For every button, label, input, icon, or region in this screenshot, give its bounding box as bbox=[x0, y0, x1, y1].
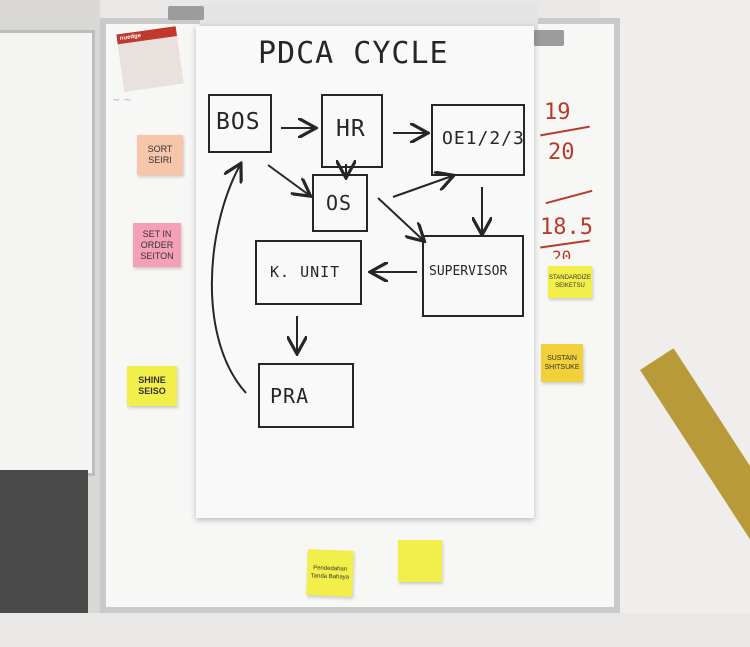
flipchart-sheet bbox=[196, 26, 534, 518]
sticky-note-standardize: STANDARDIZE SEIKETSU bbox=[548, 266, 592, 298]
label-os: OS bbox=[326, 191, 353, 215]
number-19: 19 bbox=[544, 100, 571, 125]
pdca-diagram bbox=[208, 94, 525, 428]
box-unit bbox=[255, 240, 362, 305]
label-pra: PRA bbox=[270, 384, 310, 408]
box-bos bbox=[208, 94, 272, 153]
flipchart-title: PDCA CYCLE bbox=[258, 36, 449, 71]
number-20: 20 bbox=[548, 140, 575, 165]
board-clip bbox=[168, 6, 204, 20]
box-pra bbox=[258, 363, 354, 428]
board-clip bbox=[534, 30, 564, 46]
label-bos: BOS bbox=[216, 109, 261, 135]
arrow-os-supervisor bbox=[377, 197, 423, 240]
number-20-partial: 20 bbox=[552, 247, 572, 259]
arrow-bos-os bbox=[267, 164, 309, 195]
faint-marker-scribble: ~ ~ bbox=[112, 95, 132, 106]
number-18-5: 18.5 bbox=[540, 215, 593, 240]
sticky-note-sort: SORT SEIRI bbox=[137, 135, 183, 175]
sticky-note-bottom-right bbox=[398, 540, 442, 582]
dark-wall-panel bbox=[0, 470, 88, 613]
arrow-pra-bos bbox=[210, 165, 247, 394]
label-unit: K. UNIT bbox=[270, 263, 341, 281]
sticky-note-set-in-order: SET IN ORDER SEITON bbox=[133, 223, 181, 267]
sticky-note-shine: SHINE SEISO bbox=[127, 366, 177, 406]
box-oe bbox=[431, 104, 525, 176]
label-oe: OE1/2/3 bbox=[442, 128, 525, 149]
arrow-os-oe bbox=[392, 176, 452, 198]
adjacent-whiteboard bbox=[0, 30, 95, 476]
label-supervisor: SUPERVISOR bbox=[429, 264, 508, 279]
right-wall bbox=[600, 0, 750, 613]
label-hr: HR bbox=[336, 116, 366, 142]
sticky-note-sustain: SUSTAIN SHITSUKE bbox=[541, 344, 583, 382]
